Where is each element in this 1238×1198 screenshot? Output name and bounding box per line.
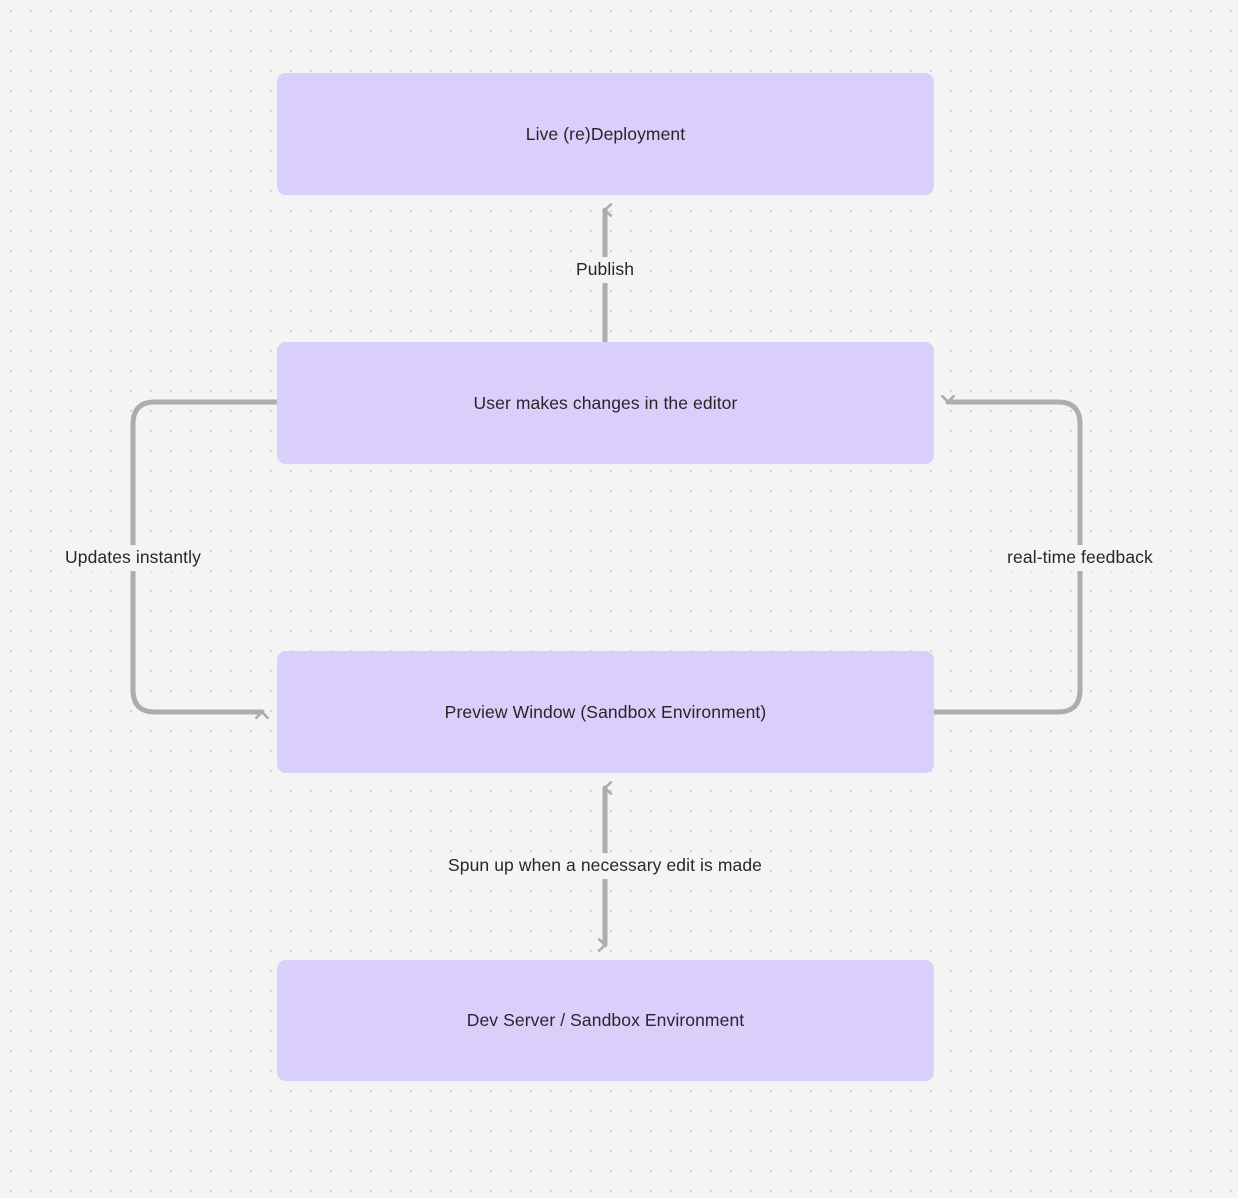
node-label: Dev Server / Sandbox Environment — [466, 1010, 745, 1031]
node-preview-window[interactable]: Preview Window (Sandbox Environment) — [277, 651, 934, 773]
node-label: Live (re)Deployment — [525, 123, 686, 144]
edge-label-real-time-feedback: real-time feedback — [1002, 545, 1158, 571]
edge-label-updates-instantly: Updates instantly — [60, 545, 206, 571]
node-live-deployment[interactable]: Live (re)Deployment — [277, 73, 934, 195]
node-user-edits[interactable]: User makes changes in the editor — [277, 342, 934, 464]
node-label: Preview Window (Sandbox Environment) — [444, 701, 767, 722]
node-dev-server[interactable]: Dev Server / Sandbox Environment — [277, 960, 934, 1081]
edge-label-spun-up: Spun up when a necessary edit is made — [442, 853, 768, 879]
node-label: User makes changes in the editor — [473, 392, 738, 413]
edge-label-publish: Publish — [570, 257, 640, 283]
